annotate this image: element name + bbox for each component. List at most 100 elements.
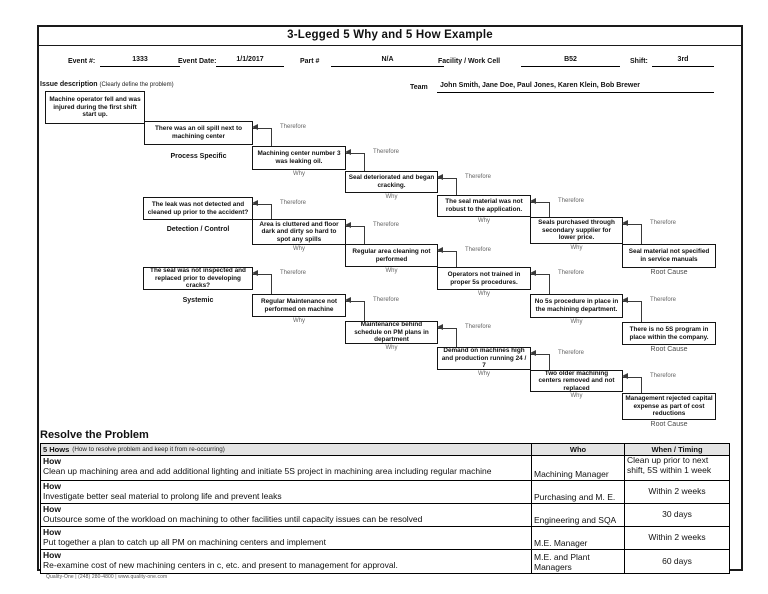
who-cell: M.E. Manager (531, 527, 624, 549)
when-cell: 60 days (624, 550, 729, 573)
resolve-table-header-row: 5 Hows (How to resolve problem and keep … (41, 444, 729, 455)
why-label: Why (478, 218, 490, 224)
therefore-arrow (437, 174, 457, 195)
therefore-arrow (437, 324, 457, 347)
why-label: Why (293, 171, 305, 177)
field-label-facility: Facility / Work Cell (438, 58, 501, 65)
field-value-facility: B52 (521, 56, 620, 67)
therefore-label: Therefore (558, 198, 585, 204)
therefore-arrow (252, 270, 272, 294)
table-row: How Put together a plan to catch up all … (41, 526, 729, 549)
field-value-event-number: 1333 (100, 56, 180, 67)
therefore-arrow (622, 220, 642, 244)
root-cause-box-leg3: Management rejected capital expense as p… (622, 393, 716, 420)
how-label: How (43, 504, 61, 514)
therefore-arrow (345, 149, 365, 171)
leg2-label: Detection / Control (166, 226, 230, 233)
why-label: Why (385, 194, 398, 200)
how-label: How (43, 550, 61, 560)
therefore-arrow (437, 247, 457, 267)
therefore-arrow (345, 297, 365, 321)
hows-header-note: (How to resolve problem and keep it from… (72, 446, 225, 453)
why-label: Why (293, 246, 305, 252)
how-label: How (43, 527, 61, 537)
why-label: Why (385, 345, 398, 351)
therefore-label: Therefore (465, 247, 492, 253)
who-cell: Purchasing and M. E. (531, 481, 624, 503)
cause-box-leg3-3: Maintenance behind schedule on PM plans … (345, 321, 438, 344)
therefore-arrow (252, 200, 272, 219)
therefore-label: Therefore (373, 297, 400, 303)
how-action: Investigate better seal material to prol… (43, 491, 282, 502)
why-label: Why (478, 371, 490, 377)
issue-description-hint: (Clearly define the problem) (99, 82, 174, 88)
who-header: Who (531, 444, 624, 455)
therefore-label: Therefore (465, 324, 492, 330)
cause-box-leg3-2: Regular Maintenance not performed on mac… (252, 294, 346, 317)
why-label: Why (385, 268, 398, 274)
page-title: 3-Legged 5 Why and 5 How Example (287, 29, 493, 41)
cause-box-leg1-1: There was an oil spill next to machining… (144, 121, 253, 145)
therefore-label: Therefore (280, 124, 307, 130)
how-action: Re-examine cost of new machining centers… (43, 560, 398, 571)
therefore-arrow (622, 297, 642, 322)
table-row: How Re-examine cost of new machining cen… (41, 549, 729, 573)
resolve-table: 5 Hows (How to resolve problem and keep … (40, 443, 730, 574)
resolve-heading: Resolve the Problem (40, 429, 149, 441)
field-label-part-number: Part # (300, 58, 320, 65)
field-label-shift: Shift: (630, 58, 648, 65)
root-cause-box-leg1: Seal material not specified in service m… (622, 244, 716, 268)
therefore-label: Therefore (373, 149, 400, 155)
how-label: How (43, 481, 61, 491)
therefore-arrow (622, 373, 642, 393)
who-cell: Machining Manager (531, 456, 624, 480)
how-action: Clean up machining area and add addition… (43, 466, 492, 477)
team-label: Team (410, 84, 428, 91)
how-label: How (43, 456, 61, 466)
cause-box-leg1-3: Seal deteriorated and began cracking. (345, 171, 438, 193)
why-label: Why (293, 318, 305, 324)
cause-box-leg3-4: Demand on machines high and production r… (437, 347, 531, 370)
therefore-label: Therefore (465, 174, 492, 180)
root-cause-box-leg2: There is no 5S program in place within t… (622, 322, 716, 345)
root-cause-label: Root Cause (650, 269, 688, 276)
cause-box-leg2-2: Area is cluttered and floor dark and dir… (252, 219, 346, 245)
field-value-part-number: N/A (331, 56, 444, 67)
when-cell: 30 days (624, 504, 729, 526)
hows-header: 5 Hows (43, 445, 70, 454)
when-cell: Within 2 weeks (624, 481, 729, 503)
field-label-event-date: Event Date: (178, 58, 217, 65)
therefore-arrow (345, 222, 365, 244)
who-cell: M.E. and Plant Managers (531, 550, 624, 573)
root-cause-label: Root Cause (650, 346, 688, 353)
title-bar: 3-Legged 5 Why and 5 How Example (37, 25, 743, 46)
table-row: How Clean up machining area and add addi… (41, 455, 729, 480)
therefore-label: Therefore (373, 222, 400, 228)
cause-box-leg2-4: Operators not trained in proper 5s proce… (437, 267, 531, 290)
field-label-event-number: Event #: (68, 58, 96, 65)
when-cell: Clean up prior to next shift, 5S within … (624, 456, 729, 480)
cause-box-leg2-1: The leak was not detected and cleaned up… (143, 197, 253, 220)
why-label: Why (478, 291, 490, 297)
cause-box-leg3-1: The seal was not inspected and replaced … (143, 267, 253, 290)
why-label: Why (570, 319, 583, 325)
therefore-label: Therefore (558, 270, 585, 276)
issue-description-label: Issue description (Clearly define the pr… (40, 81, 174, 88)
table-row: How Investigate better seal material to … (41, 480, 729, 503)
therefore-label: Therefore (650, 297, 677, 303)
cause-box-leg1-5: Seals purchased through secondary suppli… (530, 217, 623, 244)
cause-box-leg3-5: Two older machining centers removed and … (530, 370, 623, 392)
table-row: How Outsource some of the workload on ma… (41, 503, 729, 526)
leg1-label: Process Specific (170, 153, 227, 160)
therefore-label: Therefore (280, 270, 307, 276)
footer-text: Quality-One | (248) 280-4800 | www.quali… (46, 574, 168, 580)
when-cell: Within 2 weeks (624, 527, 729, 549)
why-label: Why (570, 393, 583, 399)
therefore-arrow (530, 198, 550, 217)
how-action: Outsource some of the workload on machin… (43, 514, 423, 525)
when-header: When / Timing (624, 444, 729, 455)
leg3-label: Systemic (182, 297, 214, 304)
field-value-event-date: 1/1/2017 (216, 56, 284, 67)
therefore-arrow (530, 270, 550, 294)
